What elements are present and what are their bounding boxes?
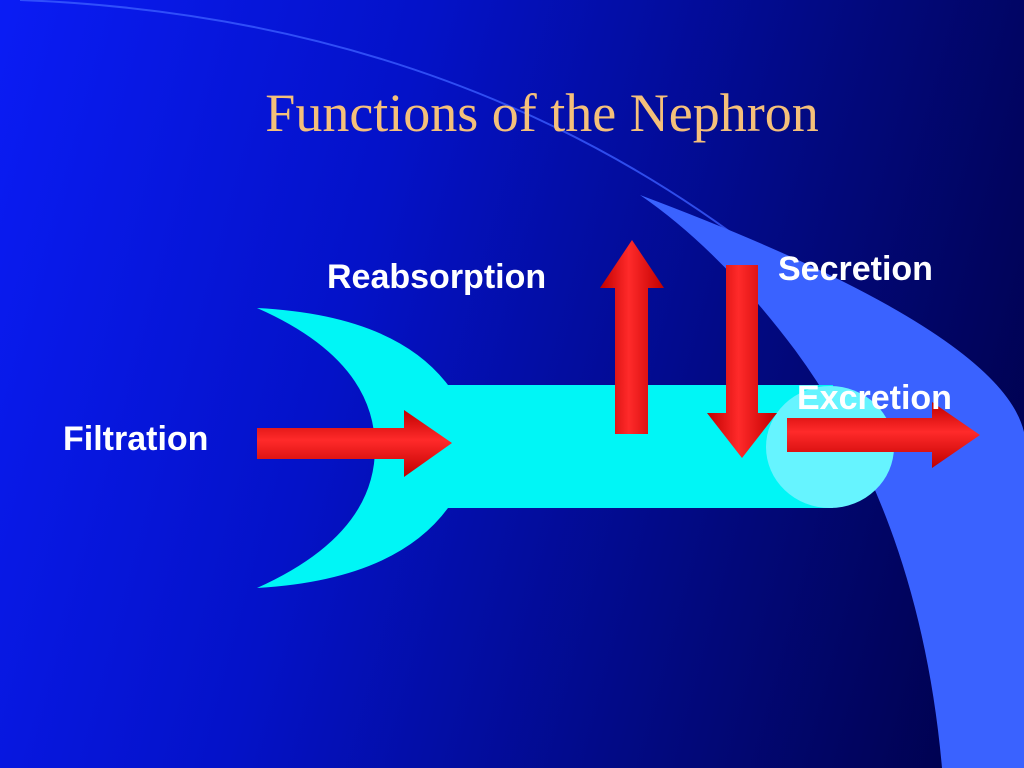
excretion-arrow: [787, 402, 980, 468]
decor-band: [640, 195, 1024, 768]
label-secretion: Secretion: [778, 250, 933, 288]
secretion-arrow: [707, 265, 777, 458]
label-excretion: Excretion: [797, 379, 952, 417]
label-reabsorption: Reabsorption: [327, 258, 547, 296]
slide-title: Functions of the Nephron: [265, 83, 819, 143]
reabsorption-arrow: [600, 240, 664, 434]
filtration-arrow: [257, 410, 452, 477]
label-filtration: Filtration: [63, 420, 209, 458]
glomerular-capsule: [257, 308, 448, 588]
